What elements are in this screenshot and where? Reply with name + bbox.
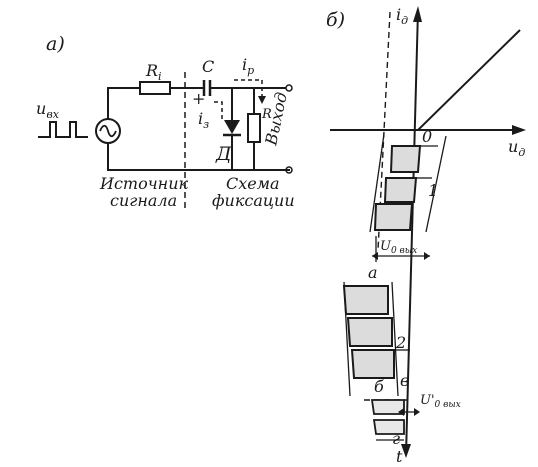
source-top-wire (107, 87, 140, 119)
output-resistor: R (247, 88, 272, 170)
resistor-ri-label: Ri (145, 61, 162, 83)
pulse-3-2 (372, 419, 405, 435)
panel-a: а) uвх Ri C (36, 33, 295, 212)
vertical-axis (405, 9, 419, 456)
pulse-group-1 (373, 145, 438, 231)
horizontal-axis-arrow (512, 125, 526, 135)
output-terminal-bottom (285, 166, 293, 174)
diode-d: Д (215, 88, 241, 170)
u0-out-bottom-label: U'0 вых (420, 393, 461, 410)
source-bottom-wire (107, 143, 290, 171)
output-terminal-top (285, 84, 293, 92)
vertical-axis-arrow-top (413, 6, 422, 22)
input-waveform: uвх (36, 99, 88, 138)
current-ip-label: iр (242, 55, 254, 77)
clamp-caption-line2: фиксации (212, 191, 295, 210)
current-ip-indicator: iр (234, 55, 266, 104)
origin-label: 0 (422, 127, 432, 146)
output-resistor-label: R (261, 107, 272, 122)
pulse-2-3 (350, 349, 395, 379)
u0-out-top-label: U0 вых (380, 239, 417, 256)
group2-envelope-right (391, 281, 399, 397)
clamp-caption-line1: Схема (226, 174, 280, 193)
point-g-label: г (392, 429, 400, 448)
pulse-group-1-label: 1 (428, 181, 438, 200)
diode-characteristic-line (417, 29, 521, 131)
group1-envelope-left (369, 133, 385, 233)
source-caption-line1: Источник (99, 174, 189, 193)
ac-source-symbol (95, 118, 121, 144)
pulse-2-1 (342, 285, 389, 315)
panel-b-label: б) (326, 9, 345, 31)
pulse-1-3 (373, 203, 414, 231)
pulse-group-2-label: 2 (395, 333, 406, 352)
y-axis-label: iд (396, 5, 408, 27)
point-v-label: в (400, 371, 409, 390)
point-a-label: а (368, 263, 378, 282)
current-iz-indicator: iз (198, 101, 223, 131)
current-iz-label: iз (198, 109, 209, 131)
point-b-label: б (374, 377, 384, 396)
pulse-1-2 (383, 177, 418, 203)
output-label: Выход (261, 90, 291, 147)
panel-a-label: а) (46, 33, 65, 55)
pulse-group-2 (342, 285, 410, 379)
pulse-group-3 (370, 399, 405, 441)
input-signal-label: uвх (36, 99, 60, 121)
capacitor-label: C (202, 57, 214, 76)
vertical-axis-arrow-bottom (401, 444, 411, 458)
u0-out-top-dimension: U0 вых (372, 236, 430, 262)
group1-envelope-right (425, 135, 447, 233)
x-axis-label: uд (508, 137, 525, 159)
u0-out-bottom-dimension: U'0 вых (398, 393, 461, 416)
diode-label: Д (215, 143, 232, 165)
panel-b: б) iд t uд 0 1 (326, 5, 526, 466)
source-caption-line2: сигнала (110, 191, 177, 210)
t-axis-label: t (396, 447, 403, 466)
plus-sign: + (192, 89, 205, 108)
pulse-2-2 (346, 317, 393, 347)
pulse-1-1 (389, 145, 422, 173)
resistor-ri: Ri (139, 61, 171, 95)
